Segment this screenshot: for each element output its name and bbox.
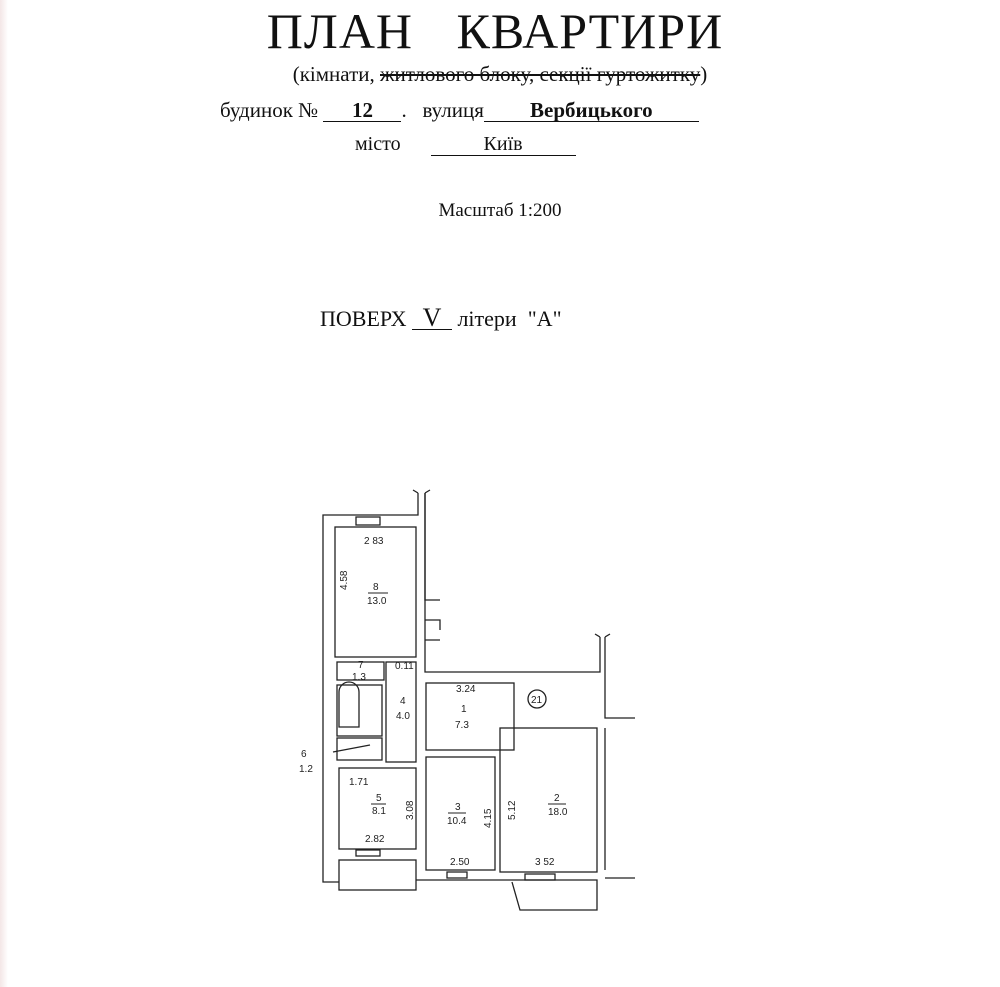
break-marks xyxy=(412,489,611,638)
wall-stub xyxy=(424,493,441,641)
marker-number: 21 xyxy=(531,695,543,706)
room-3-outline xyxy=(425,756,496,871)
outer-wall xyxy=(322,493,635,883)
city-value: Київ xyxy=(430,133,576,156)
room-8-width: 2 83 xyxy=(364,536,384,547)
bathtub xyxy=(338,681,360,728)
room-3-area: 10.4 xyxy=(447,816,467,827)
room-2-area: 18.0 xyxy=(548,807,568,818)
room-2-length: 5.12 xyxy=(507,800,518,820)
room-7-number: 7 xyxy=(358,660,364,671)
letter-label: літери xyxy=(457,306,517,331)
room-4-area: 4.0 xyxy=(396,711,410,722)
house-number: 12 xyxy=(323,99,402,122)
room-5-width-top: 1.71 xyxy=(349,777,369,788)
subtitle: (кімнати, житлового блоку, секції гуртож… xyxy=(0,62,1000,87)
room-7-outline xyxy=(336,661,385,681)
room-6-number: 6 xyxy=(301,749,307,760)
city-line: місто Київ xyxy=(355,133,576,156)
balcony-right xyxy=(416,879,598,911)
house-sep: . xyxy=(401,98,407,122)
room-2-width: 3 52 xyxy=(535,857,555,868)
room-1-number: 1 xyxy=(461,704,467,715)
city-label: місто xyxy=(355,133,401,155)
plan-labels: 2 83 4.58 8 13.0 7 1.3 0.11 4 4.0 3.24 1… xyxy=(299,536,568,868)
page-title: ПЛАН КВАРТИРИ xyxy=(266,3,724,59)
window xyxy=(524,873,556,881)
window xyxy=(355,516,381,526)
walls xyxy=(322,489,635,911)
room-7-area: 1.3 xyxy=(352,672,366,683)
room-2-number: 2 xyxy=(554,793,560,804)
room-3-length: 4.15 xyxy=(483,808,494,828)
room-5-outline xyxy=(338,767,417,850)
marker-circle xyxy=(527,689,547,709)
room-5-area: 8.1 xyxy=(372,806,386,817)
room-5-width-bottom: 2.82 xyxy=(365,834,385,845)
window xyxy=(355,849,381,857)
scan-edge xyxy=(0,0,8,987)
room-6-area: 1.2 xyxy=(299,764,313,775)
room-5-number: 5 xyxy=(376,793,382,804)
subtitle-struck: житлового блоку, секції гуртожитку xyxy=(380,62,701,86)
floor-value: V xyxy=(411,305,452,331)
room-1-outline xyxy=(425,682,515,751)
room-1-area: 7.3 xyxy=(455,720,469,731)
room-6-outline xyxy=(336,737,383,761)
subtitle-open: (кімнати, xyxy=(292,62,380,86)
room-8-length: 4.58 xyxy=(339,570,350,590)
room-6-leader xyxy=(332,744,371,753)
street-label: вулиця xyxy=(422,98,484,122)
scale-label: Масштаб 1:200 xyxy=(438,200,562,221)
room-5-length: 3.08 xyxy=(405,800,416,820)
subtitle-close: ) xyxy=(700,62,708,86)
room-8-outline xyxy=(334,526,417,658)
room-4-outline xyxy=(385,661,417,763)
room-3-width: 2.50 xyxy=(450,857,470,868)
floor-label: ПОВЕРХ xyxy=(320,306,407,331)
window xyxy=(446,871,468,879)
bath-outline xyxy=(336,684,383,737)
room-4-number: 4 xyxy=(400,696,406,707)
room-3-number: 3 xyxy=(455,802,461,813)
room-7-extra: 0.11 xyxy=(395,661,414,672)
balcony-left xyxy=(338,859,417,891)
street-value: Вербицького xyxy=(483,99,699,122)
room-1-width: 3.24 xyxy=(456,684,476,695)
room-2-outline xyxy=(499,727,598,873)
house-label: будинок № xyxy=(220,98,319,122)
floor-line: ПОВЕРХ V літери "А" xyxy=(320,305,562,332)
letter-value: "А" xyxy=(527,306,562,331)
room-8-number: 8 xyxy=(373,582,379,593)
room-8-area: 13.0 xyxy=(367,596,387,607)
